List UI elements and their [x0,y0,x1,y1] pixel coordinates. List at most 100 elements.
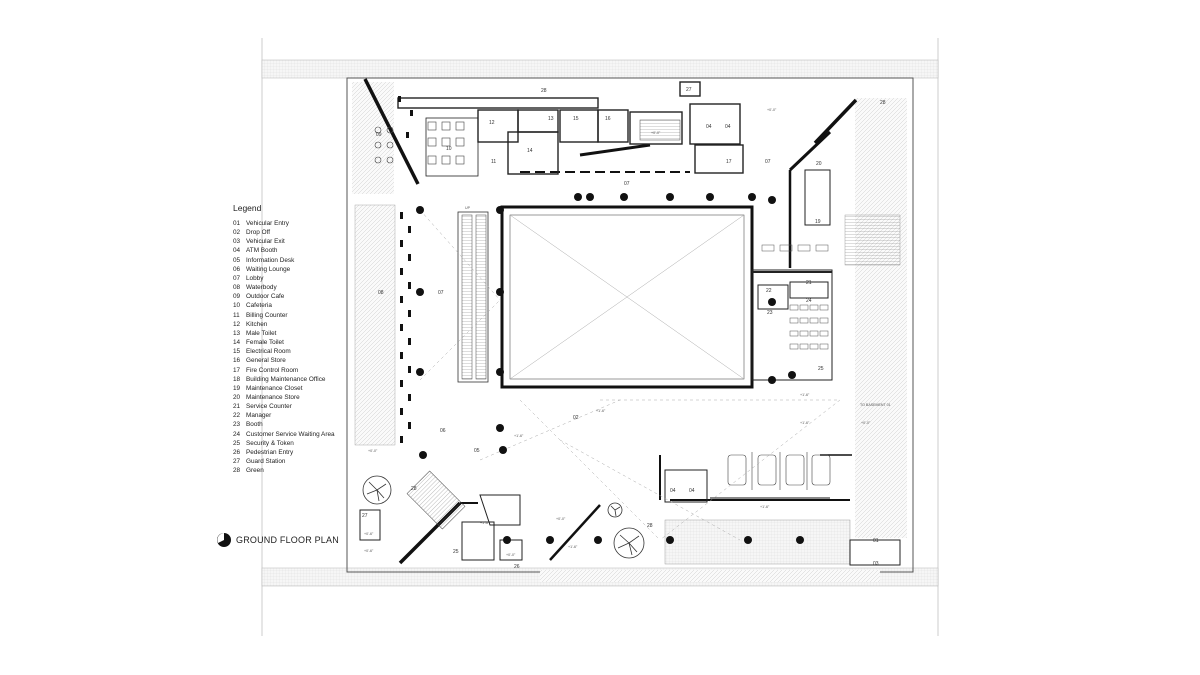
room-tag-16: 16 [605,116,611,122]
legend-item-label: Waterbody [246,284,277,292]
room-tag-05: 05 [474,448,480,454]
level-marker: +1'-6" [480,521,490,525]
level-marker: +0'-0" [506,553,516,557]
waterbody-pillars [398,96,413,443]
guide-lines [419,209,841,541]
legend-item-label: Vehicular Exit [246,238,285,246]
column [586,193,594,201]
legend-item-number: 25 [233,439,241,447]
column [768,298,776,306]
legend-item-label: Building Maintenance Office [246,375,326,383]
level-marker: +1'-6" [596,409,606,413]
room-tag-11: 11 [491,159,496,165]
legend-item-number: 27 [233,458,241,466]
column [496,424,504,432]
level-marker: +0'-0" [556,517,566,521]
legend-item-label: Kitchen [246,320,268,328]
room-tag-01: 01 [873,538,879,544]
legend-item: 25 Security & Token [233,439,363,448]
legend-item-label: Outdoor Cafe [246,293,285,301]
legend-item-number: 28 [233,467,241,475]
level-marker: +0'-0" [651,131,661,135]
legend-item-label: Service Counter [246,403,292,411]
legend-item-number: 24 [233,430,241,438]
room-tag-06: 06 [440,428,446,434]
level-marker: +0'-6" [364,549,374,553]
legend-item-label: Billing Counter [246,311,288,319]
room-tag-25-south: 25 [453,549,459,555]
tree-symbols [362,475,645,559]
legend-item-number: 19 [233,384,241,392]
plan-title: GROUND FLOOR PLAN [236,535,339,545]
legend-item-label: Electrical Room [246,348,291,356]
room-tag-04-s2: 04 [689,488,695,494]
room-tag-25-east: 25 [818,366,824,372]
column [620,193,628,201]
column [574,193,582,201]
column [768,376,776,384]
column [503,536,511,544]
room-tag-28-north: 28 [541,88,547,94]
legend-item-number: 03 [233,238,241,246]
legend-item-number: 20 [233,393,241,401]
room-tag-20: 20 [816,161,822,167]
column [499,446,507,454]
room-tag-21: 21 [806,280,812,286]
north-arrow-icon [217,533,231,547]
legend-item: 03 Vehicular Exit [233,237,363,246]
legend-item-number: 02 [233,229,241,237]
room-tag-04-s1: 04 [670,488,676,494]
legend-item: 19 Maintenance Closet [233,384,363,393]
level-marker: +0'-0" [767,108,777,112]
room-tag-12: 12 [489,120,495,126]
room-tag-09: 09 [376,132,382,138]
escalators [406,119,901,530]
legend-item-label: Maintenance Closet [246,384,303,392]
column [594,536,602,544]
tree-symbol-southwest [607,502,623,518]
legend-item-number: 05 [233,256,241,264]
column [744,536,752,544]
room-tag-07-north: 07 [624,181,630,187]
east-offices [751,169,833,381]
legend-item-label: Male Toilet [246,329,277,337]
legend-item-label: Security & Token [246,439,294,447]
legend-item: 08 Waterbody [233,283,363,292]
legend-item-number: 16 [233,357,241,365]
cafeteria-tables [374,121,465,165]
legend-item-number: 23 [233,421,241,429]
room-tag-17: 17 [726,159,732,165]
column [666,193,674,201]
legend-item-number: 18 [233,375,241,383]
room-tag-03: 03 [873,561,879,567]
legend-item: 27 Guard Station [233,457,363,466]
service-block [397,81,744,177]
room-tag-10: 10 [446,146,452,152]
legend-item: 26 Pedestrian Entry [233,448,363,457]
column [666,536,674,544]
legend-item-label: Vehicular Entry [246,220,289,227]
legend-item-label: Fire Control Room [246,366,299,374]
legend-item-number: 26 [233,448,241,456]
column [416,206,424,214]
legend-item-number: 08 [233,284,241,292]
column [416,368,424,376]
legend-item-label: Booth [246,421,263,429]
legend-item-label: Pedestrian Entry [246,448,294,456]
legend-item-label: Waiting Lounge [246,265,291,273]
column [496,288,504,296]
column [496,206,504,214]
legend-item-number: 21 [233,403,241,411]
room-tag-28-south: 28 [647,523,653,529]
parking-stalls [727,452,831,490]
legend-item-label: Guard Station [246,458,286,466]
